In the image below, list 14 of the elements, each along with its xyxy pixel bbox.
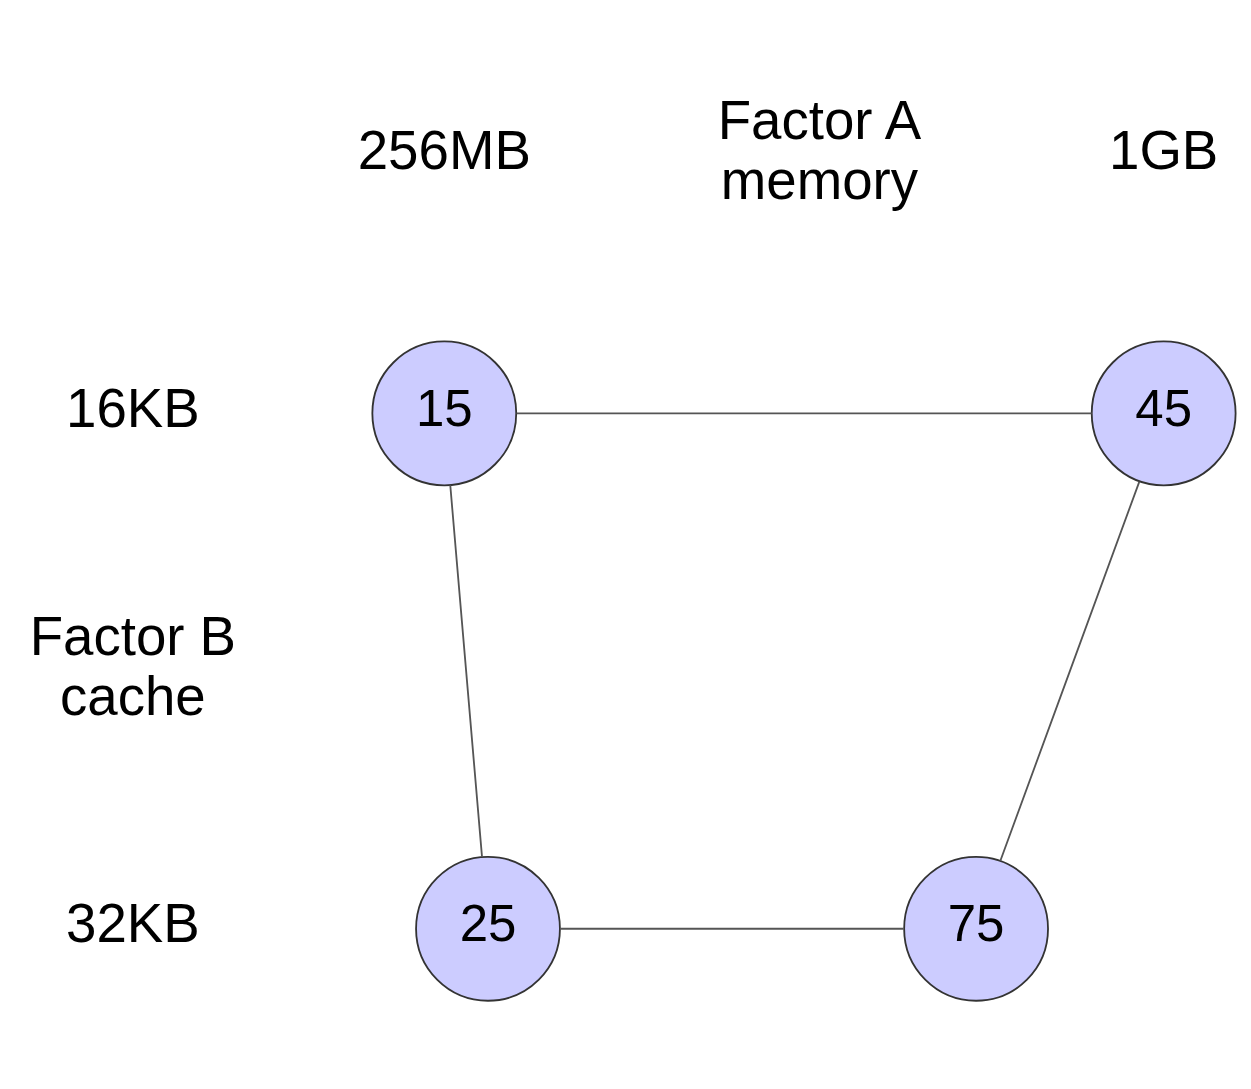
label: Factor B cache bbox=[29, 605, 237, 727]
connector bbox=[999, 480, 1141, 862]
label: 32KB bbox=[66, 893, 200, 955]
connector bbox=[449, 484, 483, 858]
node-circle: 25 bbox=[415, 855, 561, 1002]
node-circle: 45 bbox=[1090, 340, 1237, 487]
label: 1GB bbox=[1109, 120, 1219, 182]
node-circle: 75 bbox=[903, 855, 1049, 1002]
label: 256MB bbox=[357, 120, 531, 182]
connector bbox=[559, 927, 905, 930]
label: 16KB bbox=[66, 378, 200, 440]
connector bbox=[515, 412, 1093, 415]
label: Factor A memory bbox=[717, 90, 922, 212]
node-circle: 15 bbox=[371, 340, 518, 487]
